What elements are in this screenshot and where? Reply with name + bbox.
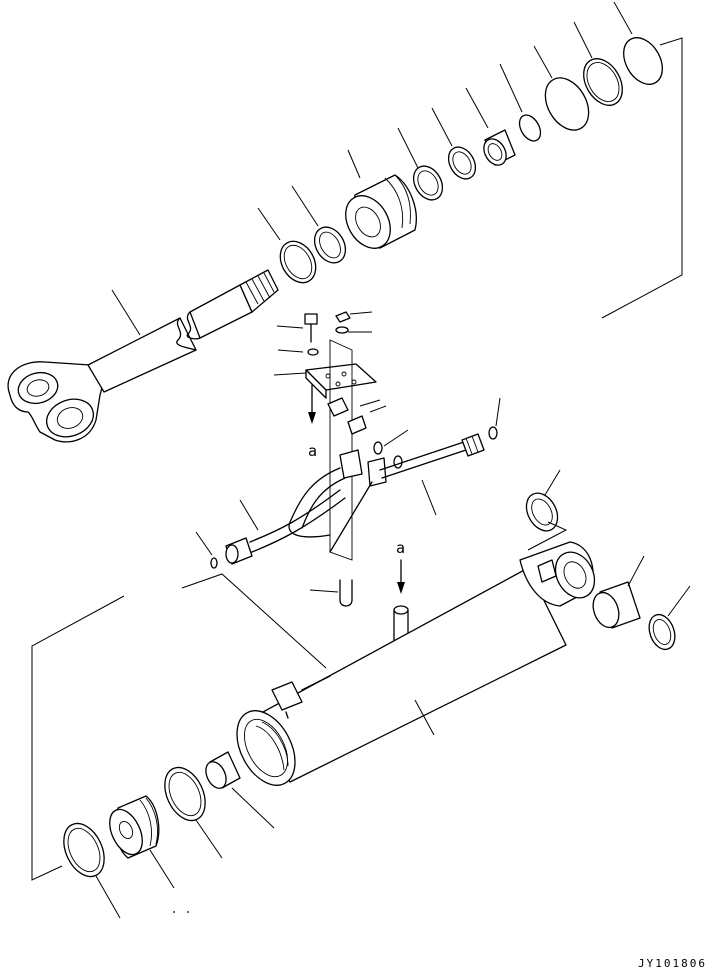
clamps: [327, 397, 387, 435]
cylinder-head: [109, 795, 175, 889]
bushing: [483, 129, 516, 166]
leader-lines-upper: [111, 1, 633, 336]
o-ring-large: [623, 37, 663, 85]
view-arrow-left: a: [308, 384, 317, 460]
snap-ring: [518, 114, 542, 142]
dust-seal-ring: [544, 77, 590, 131]
cylinder-tube: [236, 541, 596, 786]
view-marker-right: a: [396, 539, 405, 557]
assembly-bracket-middle: [181, 573, 327, 669]
piston-rod: [7, 269, 279, 443]
assembly-bracket-upper: [601, 37, 683, 319]
mounting-plate: [273, 339, 377, 561]
assembly-bracket-lower: [31, 595, 125, 881]
head-bushing: [525, 469, 568, 551]
wear-ring-1: [313, 226, 347, 264]
o-rings-small: [373, 429, 409, 469]
wear-ring-2: [447, 146, 477, 180]
hydraulic-tube-assembly: [288, 439, 473, 553]
view-arrow-right: a: [396, 539, 405, 594]
hose-left: [195, 489, 346, 569]
drawing-code: JY101806: [638, 957, 707, 970]
tube-port-block: [271, 675, 331, 719]
head-o-ring: [164, 766, 223, 859]
pin-bushing: [592, 555, 645, 629]
piston: [345, 174, 417, 249]
pin-seal: [648, 585, 691, 651]
backup-ring: [583, 58, 623, 106]
rod-end-nut: [205, 751, 275, 829]
head-seal-ring: [63, 822, 121, 919]
piston-seal: [412, 165, 444, 201]
rod-nut-ring: [279, 240, 317, 284]
hose-right: [421, 397, 501, 516]
bolt-and-washers: [276, 311, 373, 356]
u-bolt: [309, 579, 353, 607]
view-marker-left: a: [308, 442, 317, 460]
